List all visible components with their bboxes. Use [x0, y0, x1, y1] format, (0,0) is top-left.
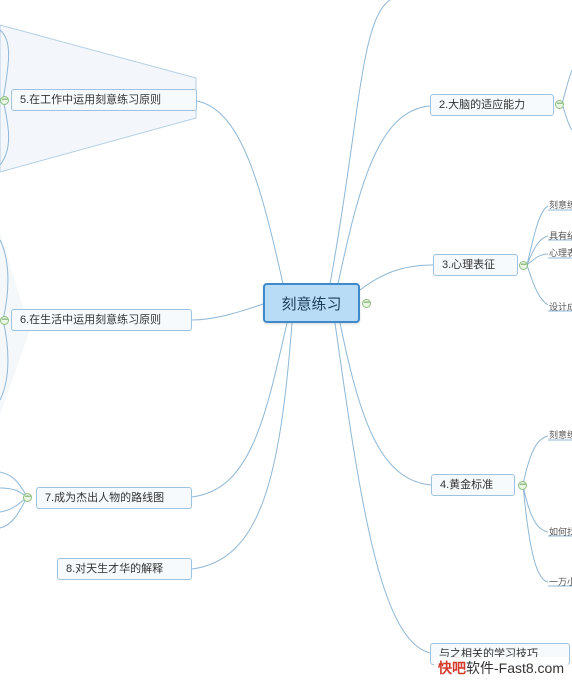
node-8-label: 8.对天生才华的解释: [66, 563, 164, 575]
link-central-to-node-8: [191, 322, 293, 570]
subtopic-fragment: 一万小: [549, 577, 572, 587]
sub-link-5-a: [0, 29, 10, 101]
collapse-icon[interactable]: −: [23, 492, 32, 502]
node-6-label: 6.在生活中运用刻意练习原则: [20, 314, 162, 326]
collapse-icon[interactable]: −: [555, 99, 564, 109]
link-central-to-node-5: [196, 100, 284, 285]
link-central-to-related: [334, 322, 431, 654]
node-7-label: 7.成为杰出人物的路线图: [45, 492, 165, 504]
node-5-work[interactable]: 5.在工作中运用刻意练习原则: [11, 89, 197, 111]
subtopic-fragment: 如何找: [549, 527, 572, 537]
sub-link-3-d: [526, 264, 549, 306]
sub-link-3-c: [526, 253, 549, 266]
subtopic-fragment: 设计成: [549, 302, 572, 312]
node-2-label: 2.大脑的适应能力: [439, 99, 526, 111]
subtopic-fragment: 具有纪: [549, 231, 572, 241]
collapse-icon[interactable]: −: [362, 298, 371, 308]
collapse-icon[interactable]: −: [0, 95, 9, 105]
collapse-icon[interactable]: −: [518, 480, 527, 490]
link-central-to-node-6: [191, 302, 267, 321]
collapse-icon[interactable]: −: [519, 260, 528, 270]
sub-link-6-b: [0, 319, 9, 401]
node-4-gold-standard[interactable]: 4.黄金标准: [431, 474, 515, 496]
subtopic-fragment: 心理表: [549, 248, 572, 258]
node-7-roadmap[interactable]: 7.成为杰出人物的路线图: [36, 487, 192, 509]
sub-link-4-a: [522, 435, 549, 486]
central-topic[interactable]: 刻意练习: [263, 283, 360, 323]
node-4-label: 4.黄金标准: [440, 479, 494, 491]
sub-link-3-b: [526, 235, 549, 266]
subtopic-fragment: 刻意练: [549, 200, 572, 210]
node-2-brain[interactable]: 2.大脑的适应能力: [430, 94, 554, 116]
central-topic-label: 刻意练习: [281, 295, 342, 313]
sub-link-7-a: [0, 471, 28, 498]
sub-link-5-b: [0, 99, 10, 166]
node-3-label: 3.心理表征: [442, 259, 496, 271]
watermark-site: 软件-Fast8.com: [465, 660, 564, 676]
link-central-to-node-4: [339, 322, 432, 486]
watermark: 快吧软件-Fast8.com: [433, 657, 568, 679]
node-6-life[interactable]: 6.在生活中运用刻意练习原则: [11, 309, 192, 331]
link-central-top: [329, 0, 391, 285]
node-8-talent[interactable]: 8.对天生才华的解释: [57, 558, 192, 580]
link-central-to-node-2: [337, 105, 431, 285]
collapse-icon[interactable]: −: [0, 315, 9, 325]
watermark-brand: 快吧: [437, 660, 466, 676]
sub-link-7-d: [0, 496, 28, 529]
subtopic-fragment: 刻意练: [549, 430, 572, 440]
sub-link-6-a: [0, 239, 9, 321]
link-central-to-node-3: [359, 264, 434, 291]
link-central-to-node-7: [191, 322, 288, 498]
node-5-label: 5.在工作中运用刻意练习原则: [20, 94, 162, 106]
sub-link-3-a: [526, 205, 549, 266]
sub-link-4-b: [522, 484, 549, 533]
sub-link-4-c: [522, 484, 549, 583]
node-3-representation[interactable]: 3.心理表征: [433, 254, 518, 276]
